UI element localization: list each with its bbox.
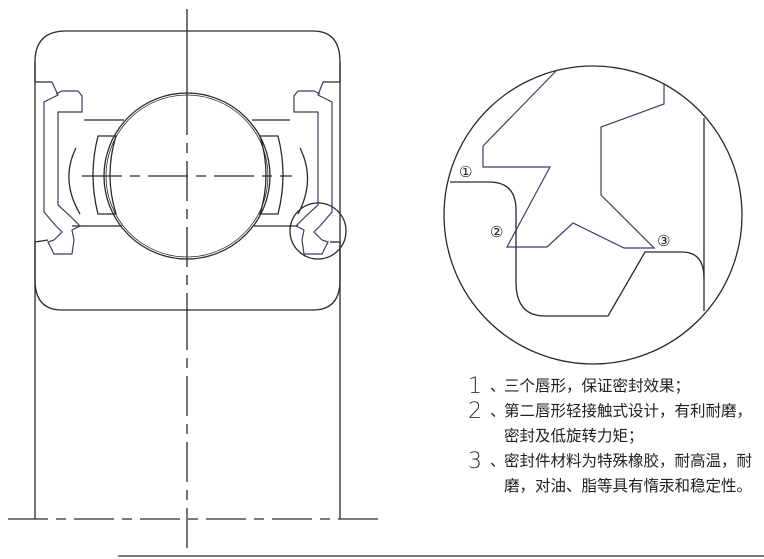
note-text: 三个唇形，保证密封效果； [504,377,691,395]
note-text: 第二唇形轻接触式设计，有利耐磨，密封及低旋转力矩； [504,402,753,445]
note-separator: 、 [490,402,506,420]
notes-list: 1 、 三个唇形，保证密封效果； 2 、 第二唇形轻接触式设计，有利耐磨，密封及… [468,374,764,499]
seal-left [43,81,83,255]
note-item-2: 2 、 第二唇形轻接触式设计，有利耐磨，密封及低旋转力矩； [468,399,764,449]
note-separator: 、 [490,377,506,395]
note-number: 3 [468,449,482,474]
callout-2: ② [490,223,503,241]
detail-view: ① ② ③ [443,65,743,365]
note-number: 2 [468,399,482,424]
note-number: 1 [468,374,482,399]
detail-marker-circle [289,202,347,260]
note-item-1: 1 、 三个唇形，保证密封效果； [468,374,764,399]
callout-1: ① [459,163,472,181]
note-item-3: 3 、 密封件材料为特殊橡胶，耐高温，耐磨，对油、脂等具有惰汞和稳定性。 [468,449,764,499]
outer-ring [34,30,341,83]
seal-right [293,81,333,255]
housing-lines [34,62,341,519]
cage [68,135,309,215]
note-separator: 、 [490,452,506,470]
callout-3: ③ [657,232,670,250]
note-text: 密封件材料为特殊橡胶，耐高温，耐磨，对油、脂等具有惰汞和稳定性。 [504,452,753,495]
